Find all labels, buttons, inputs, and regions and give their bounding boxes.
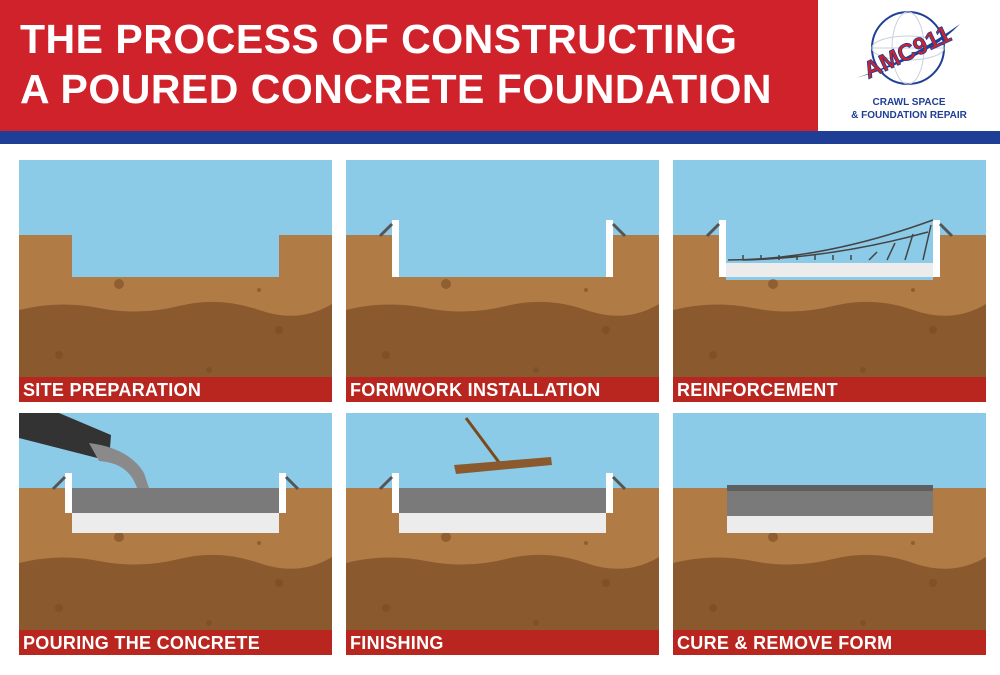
logo-line-1: CRAWL SPACE	[872, 97, 946, 108]
step-label: SITE PREPARATION	[19, 377, 332, 402]
form-board	[65, 473, 72, 513]
form-brace	[938, 222, 954, 238]
title-line-1: THE PROCESS OF CONSTRUCTING	[20, 16, 738, 62]
step-label: FORMWORK INSTALLATION	[346, 377, 659, 402]
soil-deep-layer	[346, 301, 659, 402]
form-board	[719, 220, 726, 277]
step-panel-pour: POURING THE CONCRETE	[19, 413, 332, 655]
screed-board	[454, 457, 552, 474]
gravel-base	[727, 516, 933, 533]
soil-pebble	[114, 532, 124, 542]
step-label: FINISHING	[346, 630, 659, 655]
form-board	[392, 220, 399, 277]
soil-pebble	[533, 620, 539, 626]
soil-pebble	[206, 367, 212, 373]
soil-pebble	[911, 288, 915, 292]
rebar-tie	[886, 242, 896, 261]
step-illustration	[19, 160, 332, 402]
step-illustration	[673, 160, 986, 402]
soil-pebble	[709, 604, 717, 612]
soil-pebble	[860, 367, 866, 373]
soil-pebble	[257, 541, 261, 545]
title-line-2: A POURED CONCRETE FOUNDATION	[20, 66, 772, 112]
soil-pebble	[602, 579, 610, 587]
soil-deep-layer	[673, 301, 986, 402]
rebar-tie	[922, 224, 932, 261]
soil-pebble	[55, 351, 63, 359]
form-brace	[705, 222, 721, 238]
step-label: CURE & REMOVE FORM	[673, 630, 986, 655]
step-illustration	[673, 413, 986, 655]
slab-top	[727, 485, 933, 491]
soil-pebble	[929, 579, 937, 587]
step-label: REINFORCEMENT	[673, 377, 986, 402]
soil-pebble	[382, 351, 390, 359]
soil-pebble	[55, 604, 63, 612]
soil-deep-layer	[673, 554, 986, 655]
rebar	[727, 219, 934, 261]
soil-pebble	[382, 604, 390, 612]
screed-handle	[464, 417, 503, 466]
soil-pebble	[860, 620, 866, 626]
step-panel-finish: FINISHING	[346, 413, 659, 655]
soil-deep-layer	[19, 554, 332, 655]
soil-pebble	[257, 288, 261, 292]
gravel-base	[399, 513, 606, 533]
form-board	[392, 473, 399, 513]
soil-pebble	[441, 532, 451, 542]
step-illustration	[346, 413, 659, 655]
step-panel-cure: CURE & REMOVE FORM	[673, 413, 986, 655]
form-brace	[378, 475, 394, 491]
soil-deep-layer	[19, 301, 332, 402]
form-brace	[611, 475, 627, 491]
step-illustration	[346, 160, 659, 402]
soil-pebble	[275, 579, 283, 587]
soil-pebble	[206, 620, 212, 626]
form-board	[933, 220, 940, 277]
soil-pebble	[584, 288, 588, 292]
rebar-tie	[868, 251, 878, 261]
concrete-fill	[72, 488, 279, 513]
form-brace	[284, 475, 300, 491]
step-label: POURING THE CONCRETE	[19, 630, 332, 655]
form-brace	[51, 475, 67, 491]
soil-pebble	[911, 541, 915, 545]
soil-pebble	[602, 326, 610, 334]
header-divider	[0, 131, 1000, 144]
soil-pebble	[929, 326, 937, 334]
gravel-base	[72, 513, 279, 533]
soil-pebble	[533, 367, 539, 373]
step-panel-dig: SITE PREPARATION	[19, 160, 332, 402]
step-panel-forms: FORMWORK INSTALLATION	[346, 160, 659, 402]
soil-pebble	[275, 326, 283, 334]
form-board	[606, 473, 613, 513]
step-panel-rebar: REINFORCEMENT	[673, 160, 986, 402]
soil-pebble	[709, 351, 717, 359]
page-title: THE PROCESS OF CONSTRUCTING A POURED CON…	[20, 14, 772, 114]
form-brace	[611, 222, 627, 238]
soil-pebble	[768, 279, 778, 289]
pump-hose	[19, 413, 111, 461]
step-illustration	[19, 413, 332, 655]
concrete-slab	[727, 487, 933, 516]
logo-line-2: & FOUNDATION REPAIR	[851, 110, 967, 121]
soil-deep-layer	[346, 554, 659, 655]
form-board	[279, 473, 286, 513]
form-board	[606, 220, 613, 277]
company-logo: AMC911 CRAWL SPACE & FOUNDATION REPAIR	[818, 0, 1000, 131]
form-brace	[378, 222, 394, 238]
rebar-tie	[904, 233, 914, 261]
soil-pebble	[114, 279, 124, 289]
soil-pebble	[441, 279, 451, 289]
soil-pebble	[768, 532, 778, 542]
gravel-base	[726, 263, 933, 277]
concrete-fill	[399, 488, 606, 513]
concrete-stream	[89, 443, 149, 488]
globe-icon: AMC911	[856, 11, 960, 85]
soil-pebble	[584, 541, 588, 545]
